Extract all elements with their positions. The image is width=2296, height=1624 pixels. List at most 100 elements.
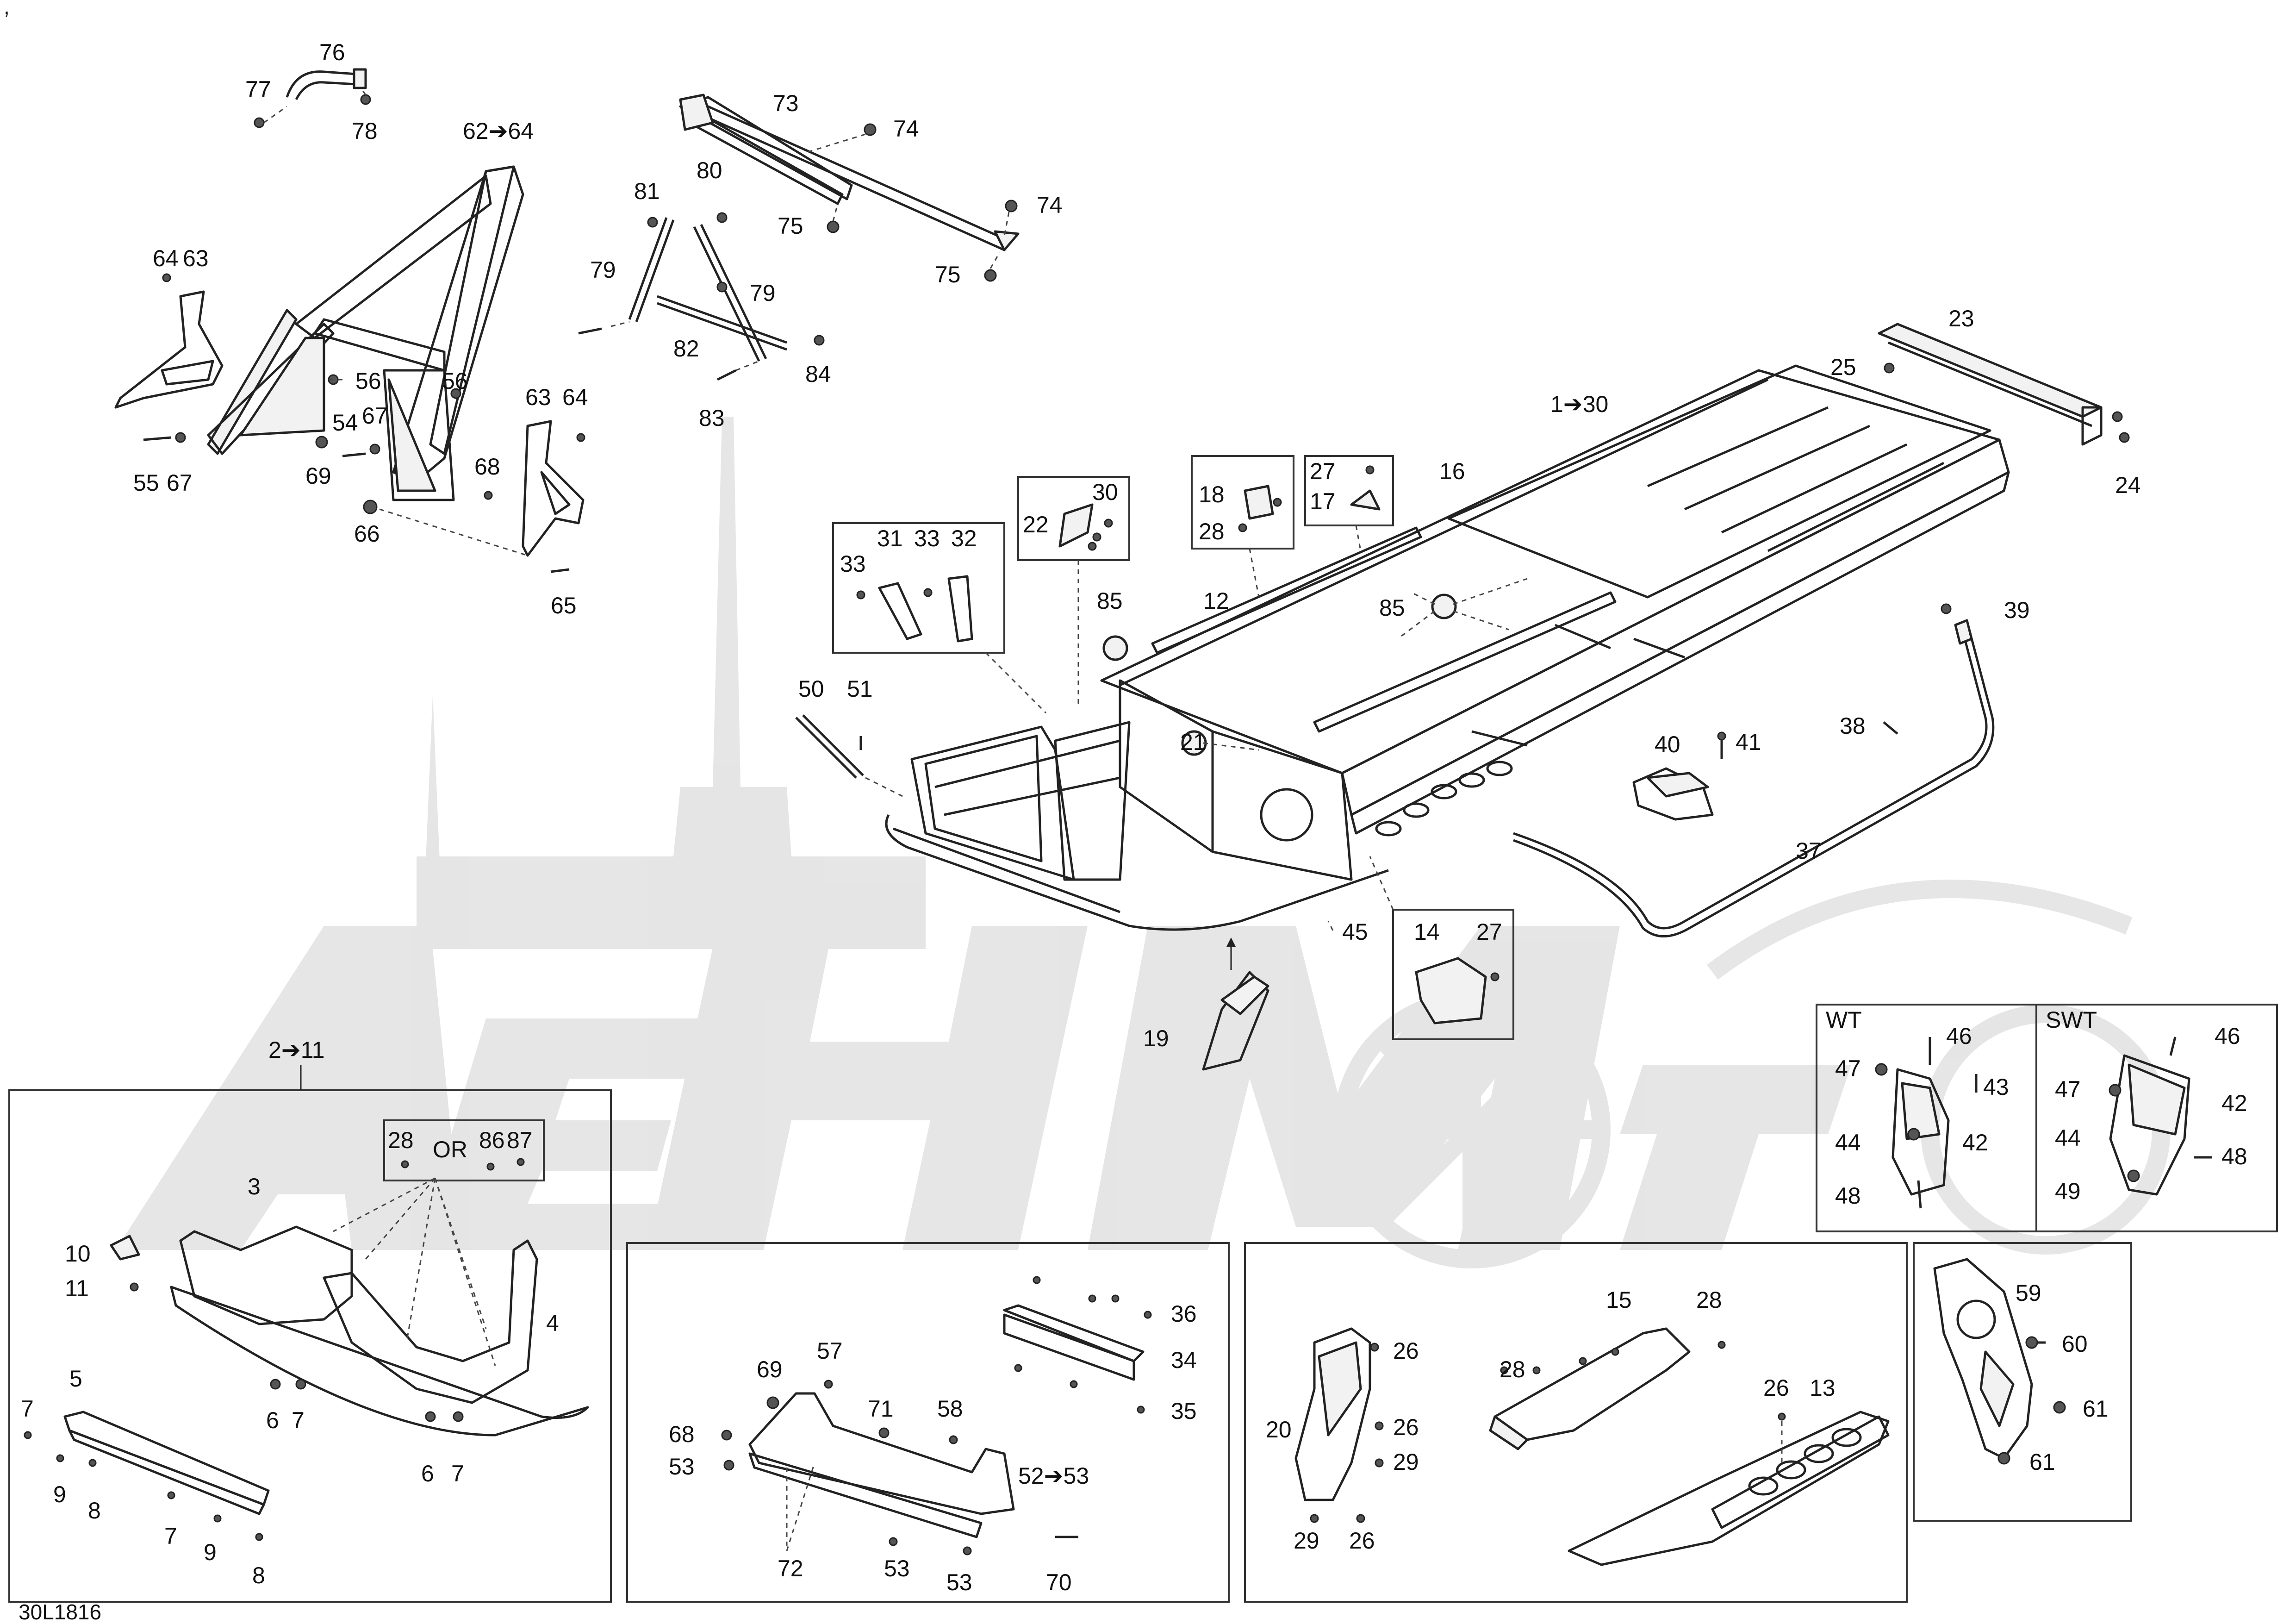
callout-44-swt: 44 — [2055, 1125, 2081, 1151]
callout-63-left: 63 — [183, 245, 209, 271]
callout-34: 34 — [1171, 1347, 1197, 1373]
callout-7-left: 7 — [21, 1396, 34, 1422]
callout-45: 45 — [1342, 919, 1368, 945]
callout-67-bottom: 67 — [167, 470, 193, 496]
callout-20: 20 — [1266, 1417, 1292, 1443]
variant-box-wt-swt — [1816, 1004, 2278, 1232]
callout-9-left: 9 — [53, 1481, 66, 1507]
callout-37: 37 — [1796, 838, 1822, 864]
callout-28-right: 28 — [1696, 1287, 1722, 1313]
detail-box-2-11 — [8, 1065, 612, 1603]
callout-54: 54 — [332, 410, 358, 436]
callout-29-right: 29 — [1393, 1449, 1419, 1475]
variant-label-swt: SWT — [2046, 1007, 2097, 1033]
main-chassis-tunnel — [885, 323, 2130, 931]
callout-49: 49 — [2055, 1178, 2081, 1204]
callout-79-right: 79 — [750, 280, 776, 306]
callout-55: 55 — [133, 470, 159, 496]
callout-47-swt: 47 — [2055, 1076, 2081, 1102]
callout-61-top: 61 — [2083, 1396, 2109, 1422]
callout-64-right: 64 — [562, 384, 588, 410]
rear-strut-73 — [679, 94, 1020, 282]
callout-3: 3 — [248, 1174, 261, 1199]
variant-label-wt: WT — [1826, 1007, 1862, 1033]
bracket-19 — [1202, 937, 1269, 1071]
callout-74-top: 74 — [893, 116, 919, 142]
callout-22: 22 — [1023, 512, 1049, 537]
callout-28-left: 28 — [1500, 1356, 1525, 1382]
callout-44-wt: 44 — [1835, 1130, 1861, 1156]
detail-box-31-33 — [832, 522, 1047, 714]
callout-1-30: 1➔30 — [1550, 391, 1608, 417]
callout-81: 81 — [634, 178, 660, 204]
callout-83: 83 — [699, 405, 725, 431]
callout-78: 78 — [352, 118, 378, 144]
callout-33-right: 33 — [914, 525, 940, 551]
callout-6-top: 6 — [266, 1407, 279, 1433]
callout-53-middle: 53 — [884, 1555, 910, 1581]
callout-30: 30 — [1092, 479, 1118, 505]
detail-box-18-28 — [1191, 455, 1294, 598]
item-76-hose — [254, 68, 371, 128]
callout-40: 40 — [1655, 731, 1680, 757]
callout-32: 32 — [951, 525, 977, 551]
callout-59: 59 — [2016, 1280, 2041, 1306]
callout-47-wt: 47 — [1835, 1056, 1861, 1081]
corner-mark: , — [4, 0, 10, 19]
callout-74-bottom: 74 — [1037, 192, 1063, 218]
detail-box-59-61 — [1913, 1242, 2132, 1522]
callout-69: 69 — [305, 463, 331, 489]
callout-41: 41 — [1736, 729, 1761, 755]
detail-box-14-27 — [1369, 856, 1514, 1040]
callout-51: 51 — [847, 676, 873, 702]
callout-68-box: 68 — [669, 1421, 695, 1447]
callout-6-bottom: 6 — [421, 1461, 434, 1487]
callout-56-right: 56 — [442, 368, 468, 394]
detail-box-34-72 — [626, 1242, 1230, 1603]
callout-28-box: 28 — [1199, 518, 1225, 544]
callout-12: 12 — [1203, 588, 1229, 614]
callout-62-64: 62➔64 — [463, 118, 534, 144]
rod-50 — [795, 714, 903, 797]
side-panel-63-left — [114, 290, 224, 409]
callout-25: 25 — [1830, 354, 1856, 380]
callout-87: 87 — [507, 1127, 533, 1153]
callout-53-right: 53 — [946, 1569, 972, 1595]
callout-70: 70 — [1046, 1569, 1072, 1595]
callout-38: 38 — [1840, 713, 1866, 739]
callout-36: 36 — [1171, 1301, 1197, 1327]
callout-71: 71 — [868, 1396, 894, 1422]
callout-82: 82 — [673, 336, 699, 362]
callout-46-wt: 46 — [1946, 1023, 1972, 1049]
callout-64-left: 64 — [153, 245, 179, 271]
callout-86: 86 — [479, 1127, 505, 1153]
callout-68: 68 — [474, 454, 500, 480]
callout-7-bottom: 7 — [451, 1461, 464, 1487]
callout-60: 60 — [2062, 1331, 2088, 1357]
callout-18: 18 — [1199, 481, 1225, 507]
callout-84: 84 — [805, 361, 831, 387]
callout-23: 23 — [1948, 306, 1974, 331]
callout-29-left: 29 — [1294, 1528, 1319, 1554]
callout-11: 11 — [65, 1275, 89, 1301]
callout-43: 43 — [1983, 1074, 2009, 1100]
callout-24: 24 — [2115, 472, 2141, 498]
callout-46-swt: 46 — [2215, 1023, 2240, 1049]
callout-2-11: 2➔11 — [268, 1037, 325, 1063]
callout-48-wt: 48 — [1835, 1183, 1861, 1209]
callout-48-swt: 48 — [2221, 1143, 2247, 1169]
callout-75-top: 75 — [778, 213, 803, 239]
callout-66: 66 — [354, 521, 380, 547]
callout-42-swt: 42 — [2221, 1090, 2247, 1116]
callout-73: 73 — [773, 90, 799, 116]
callout-80: 80 — [697, 157, 722, 183]
callout-31: 31 — [877, 525, 903, 551]
callout-26-right: 26 — [1763, 1375, 1789, 1401]
callout-8-right: 8 — [252, 1562, 265, 1588]
callout-17: 17 — [1310, 488, 1336, 514]
detail-box-22-30 — [1017, 476, 1130, 704]
callout-65: 65 — [551, 593, 577, 618]
callout-85-left: 85 — [1097, 588, 1123, 614]
callout-21: 21 — [1180, 729, 1206, 755]
callout-35: 35 — [1171, 1398, 1197, 1424]
